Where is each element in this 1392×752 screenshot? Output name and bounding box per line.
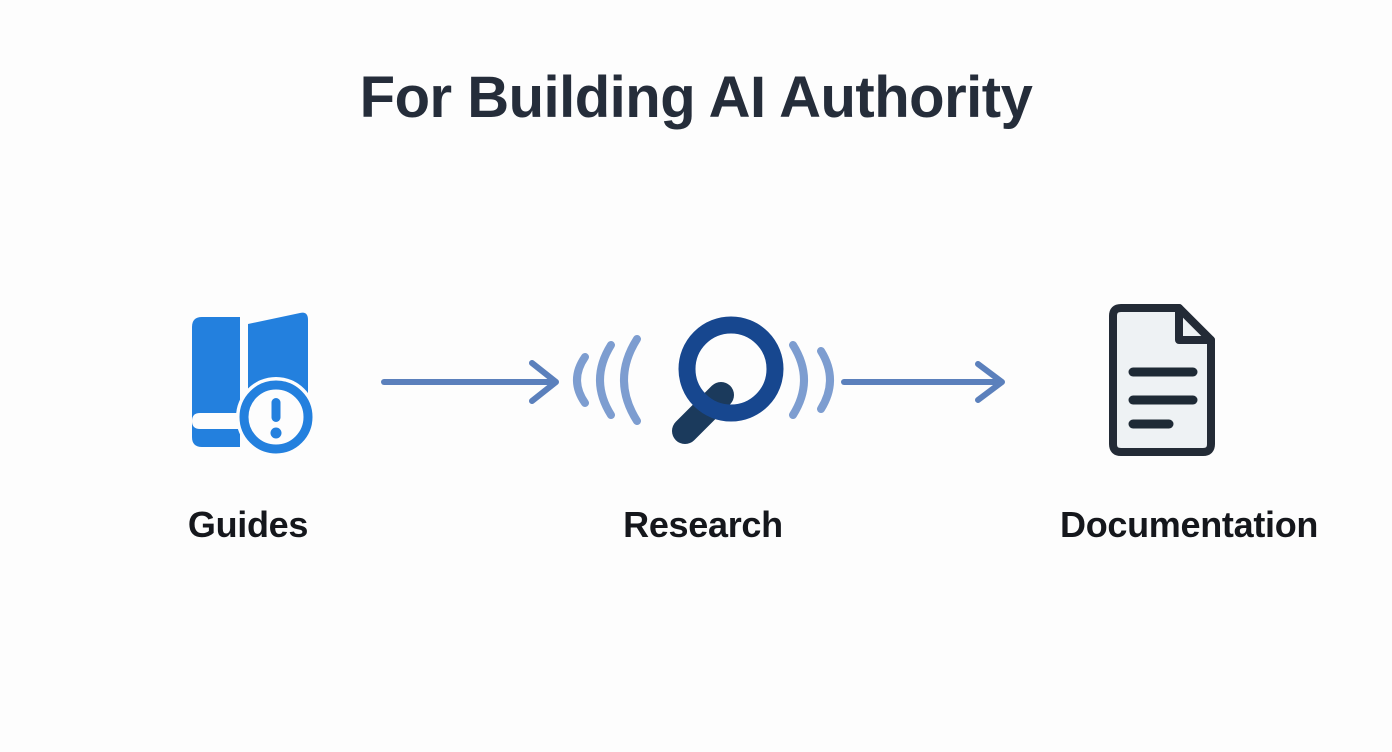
arrow-research-to-documentation bbox=[840, 355, 1015, 405]
flow-row bbox=[0, 290, 1392, 470]
flow-stage-guides[interactable] bbox=[148, 290, 348, 470]
book-alert-icon bbox=[178, 305, 318, 457]
flow-label-guides: Guides bbox=[187, 504, 309, 545]
page-title: For Building AI Authority bbox=[359, 65, 1033, 130]
magnifying-glass-signal-icon bbox=[553, 305, 853, 455]
arrow-guides-to-research bbox=[380, 355, 570, 405]
flow-stage-documentation[interactable] bbox=[1060, 290, 1260, 470]
flow-label-documentation: Documentation bbox=[1060, 504, 1319, 545]
flow-stage-research[interactable] bbox=[548, 290, 858, 470]
flow-labels-row: Guides Research Documentation bbox=[0, 495, 1392, 555]
document-lines-icon bbox=[1095, 300, 1225, 460]
flow-label-research: Research bbox=[623, 504, 783, 545]
